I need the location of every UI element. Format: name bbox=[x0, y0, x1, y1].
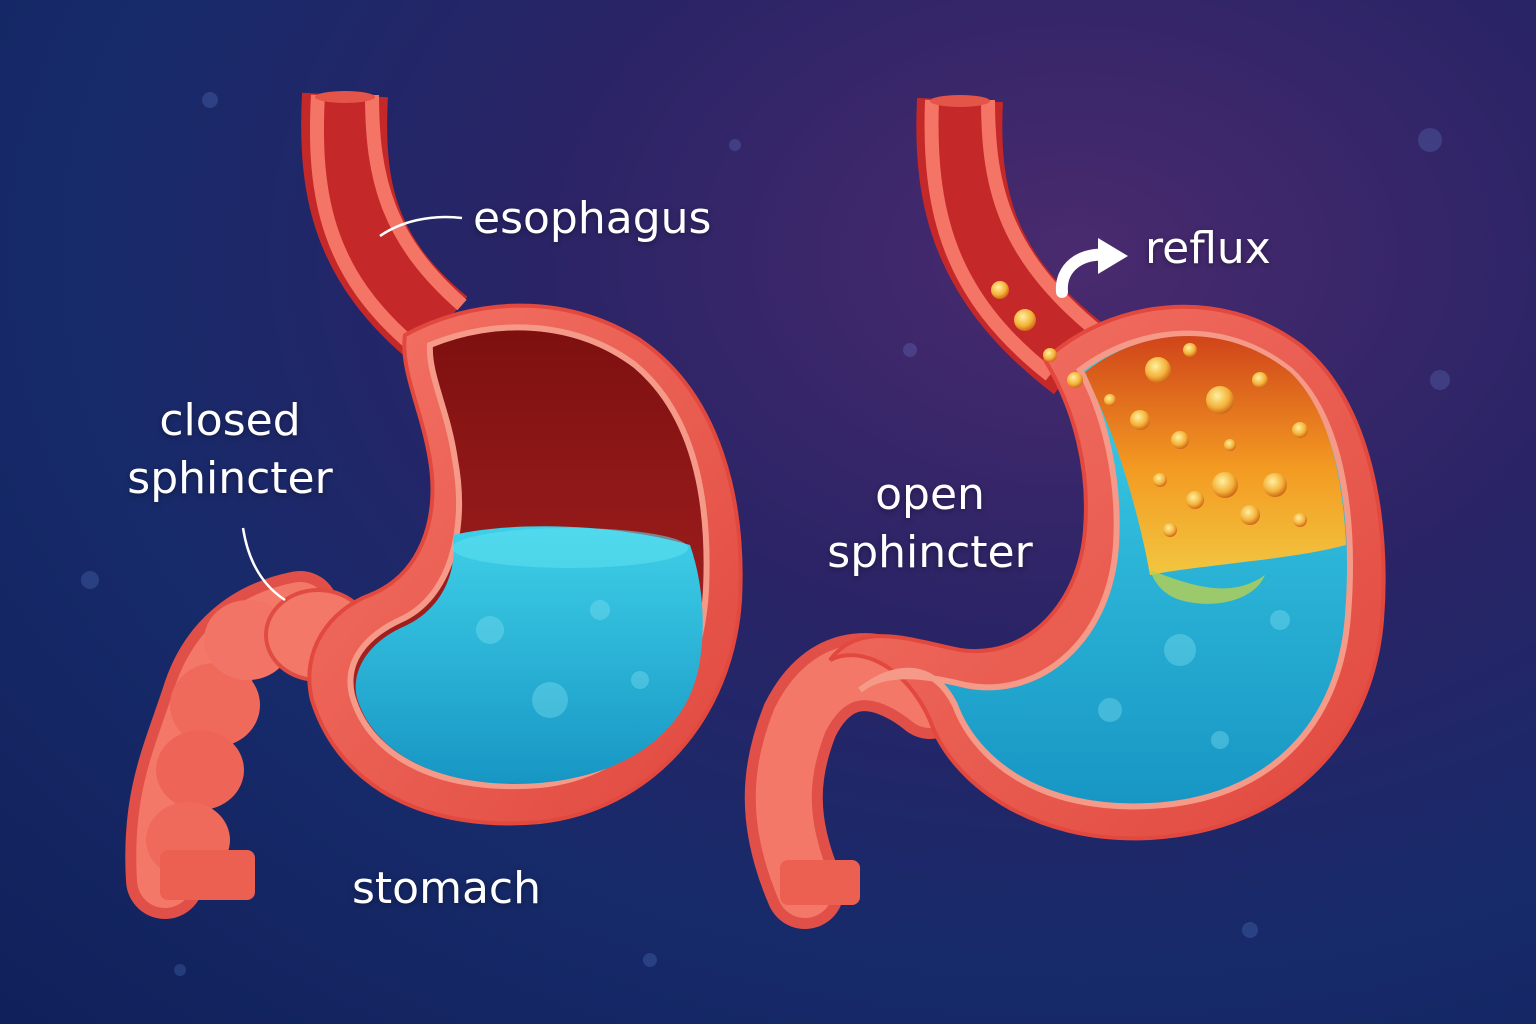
left-stomach bbox=[125, 91, 743, 919]
open-sphincter-line1: open bbox=[875, 469, 985, 520]
open-sphincter-line2: sphincter bbox=[827, 527, 1033, 578]
closed-sphincter-line2: sphincter bbox=[127, 453, 333, 504]
open-sphincter-label: open sphincter bbox=[810, 466, 1050, 582]
closed-sphincter-line1: closed bbox=[159, 395, 301, 446]
esophagus-label: esophagus bbox=[473, 193, 712, 244]
closed-sphincter-pointer-line bbox=[241, 527, 286, 602]
right-acid-reflux bbox=[1085, 335, 1346, 575]
left-gastric-fluid bbox=[355, 526, 703, 784]
esophagus-pointer-line bbox=[379, 215, 463, 238]
left-esophagus bbox=[301, 91, 468, 364]
right-stomach bbox=[744, 95, 1386, 929]
right-duodenum bbox=[744, 633, 969, 929]
reflux-label: reflux bbox=[1145, 223, 1271, 274]
closed-sphincter-label: closed sphincter bbox=[110, 392, 350, 508]
stomach-label: stomach bbox=[352, 863, 541, 914]
right-esophagus bbox=[916, 95, 1113, 395]
acid-bubbles bbox=[991, 281, 1308, 537]
reflux-arrow-icon bbox=[1055, 238, 1128, 298]
